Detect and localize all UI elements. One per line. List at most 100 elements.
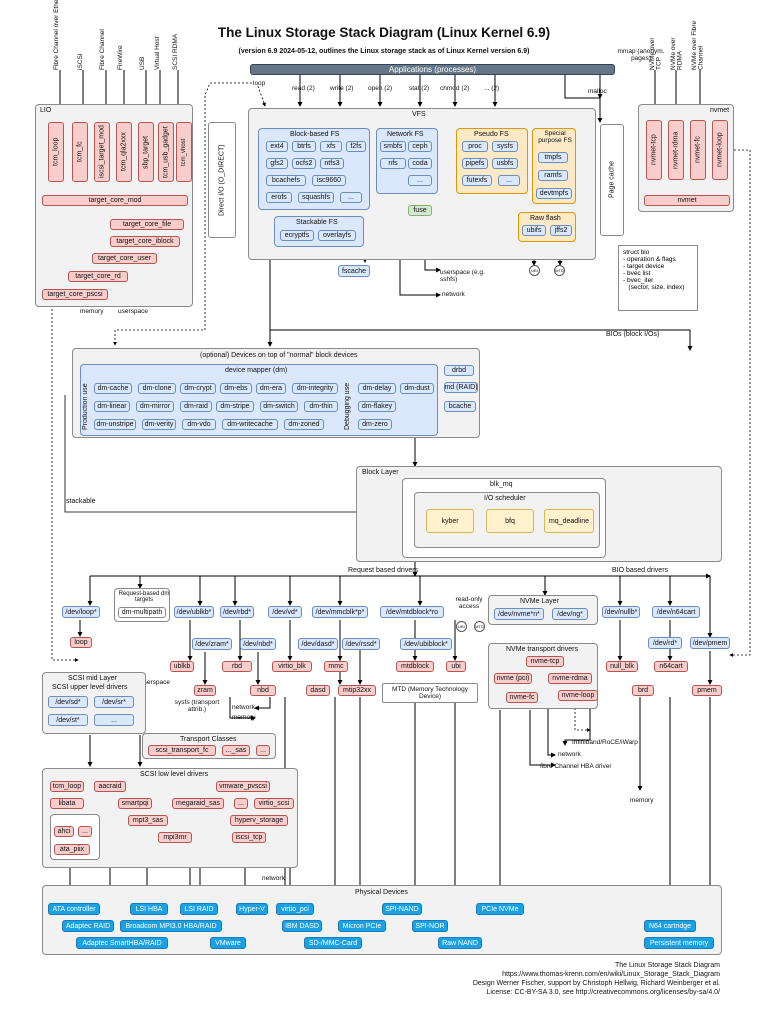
dev-mtdblock-ro: /dev/mtdblock*ro [380,606,444,618]
scsi-libata-more: ... [78,826,92,837]
lio-target-iscsi-target-mod: iscsi_target_mod [94,122,110,182]
bios-label: BIOs (block I/Os) [606,331,660,338]
driver-nbd: nbd [250,685,276,696]
syscall-open: open (2) [368,85,393,92]
driver-mmc: mmc [324,661,348,672]
fs-fuse: fuse [408,205,432,216]
scsi-megaraid-sas: megaraid_sas [172,798,224,809]
driver-nvme-rdma: nvme-rdma [548,673,592,684]
fs-usbfs: usbfs [492,158,518,169]
scsi-transport-fc: scsi_transport_fc [148,745,216,756]
dm-vdo: dm-vdo [182,419,216,430]
scsi-upper-label: SCSI upper level drivers [52,684,128,691]
syscall-write: write (2) [330,85,354,92]
dm-ebs: dm-ebs [220,383,252,394]
target-core-pscsi: target_core_pscsi [42,289,108,300]
target-core-iblock: target_core_iblock [110,236,180,247]
fs-coda: coda [408,158,432,169]
lio-memory-label: memory [80,308,104,315]
fibre-hba-label: fibre Channel HBA driver [540,763,612,770]
driver-mtip32xx: mtip32xx [338,685,376,696]
lio-transport-firewire: FireWire [117,45,124,70]
dev-dasd: /dev/dasd* [298,638,338,650]
syscall-chmod: chmod (2) [440,85,470,92]
fs-ocfs2: ocfs2 [292,158,316,169]
dm-zoned: dm-zoned [284,419,324,430]
dm-linear: dm-linear [94,401,130,412]
stackable-fs-label: Stackable FS [296,219,338,226]
dev-sd: /dev/sd* [48,696,88,708]
lio-target-tcm-qla2xxx: tcm_qla2xxx [116,122,132,182]
fs-more: ... [340,192,362,203]
driver-mtdblock: mtdblock [396,661,434,672]
scsi-iscsi-tcp: iscsi_tcp [232,832,266,843]
fs-pipefs: pipefs [462,158,488,169]
phys-adaptec-raid: Adaptec RAID [62,920,114,932]
nvmet-label: nvmet [710,107,730,114]
lio-userspace-label: userspace [118,308,148,315]
dev-sr: /dev/sr* [94,696,134,708]
scheduler-mq-deadline: mq_deadline [544,509,594,533]
special-fs-label: Special purpose FS [538,130,572,144]
phys-ibm-dasd: IBM DASD [282,920,322,932]
direct-io-box: Direct I/O (O_DIRECT) [208,122,236,238]
lio-transport-fcoe: Fibre Channel over Ethernet [53,0,60,70]
driver-virtio-blk: virtio_blk [272,661,312,672]
network-fs-label: Network FS [387,131,424,138]
footer-line4: License: CC-BY-SA 3.0, see http://creati… [486,989,720,996]
driver-pmem: pmem [692,685,722,696]
scsi-mpt3-sas: mpt3_sas [128,815,168,826]
lio-transport-iscsi: iSCSI [77,53,84,70]
dm-raid: dm-raid [180,401,212,412]
raw-flash-label: Raw flash [530,215,561,222]
dev-nvme: /dev/nvme*n* [494,608,544,620]
target-core-mod: target_core_mod [42,195,188,206]
nvmet-loop: nvmet-loop [712,120,728,180]
nvmet-transport-fc: NVMe over Fibre Channel [691,20,705,70]
mtd-group [382,683,478,703]
nvme-layer-label: NVMe Layer [520,598,559,605]
syscall-read: read (2) [292,85,315,92]
request-based-drivers-label: Request based drivers [348,567,419,574]
nvme-network-label: network [558,751,581,758]
iscsi-network-label: network [262,875,285,882]
scsi-mpi3mr: mpi3mr [158,832,192,843]
fs-gfs2: gfs2 [266,158,288,169]
page-title: The Linux Storage Stack Diagram (Linux K… [217,25,551,40]
fs-erofs: erofs [266,192,292,203]
struct-bio-item: (sector, size, index) [623,284,685,291]
dm-verity: dm-verity [142,419,176,430]
target-core-rd: target_core_rd [68,271,128,282]
driver-nvme-loop: nvme-loop [558,690,598,701]
driver-nvme-pci: nvme (pci) [494,673,532,684]
scsi-transport-sas: ..._sas [222,745,250,756]
block-fs-label: Block-based FS [290,131,340,138]
fs-network-more: ... [408,175,432,186]
dm-mirror: dm-mirror [136,401,174,412]
driver-rbd: rbd [222,661,252,672]
mtd-circle: MTD [554,265,565,276]
md-raid-box: md (RAID) [444,382,478,393]
target-core-user: target_core_user [92,253,157,264]
phys-virtio-pci: virtio_pci [276,903,314,915]
lio-target-tcm-fc: tcm_fc [72,122,88,182]
lio-target-tcm-usb-gadget: tcm_usb_gadget [158,122,174,182]
vfs-network-label: network [442,291,465,298]
scsi-vmware-pvscsi: vmware_pvscsi [216,781,270,792]
lio-target-sbp-target: sbp_target [138,122,154,182]
dm-cache: dm-cache [94,383,132,394]
phys-lsi-hba: LSI HBA [130,903,168,915]
fs-sysfs: sysfs [492,141,518,152]
io-scheduler-label: I/O scheduler [484,495,526,502]
fs-smbfs: smbfs [380,141,406,152]
mtd-label: MTD (Memory Technology Device) [391,686,469,700]
dm-multipath: dm-multipath [118,607,166,618]
ublkb-userspace-label: userspace [140,679,170,686]
driver-brd: brd [632,685,654,696]
struct-bio-title: struct bio [623,249,650,256]
dev-st: /dev/st* [48,714,88,726]
dm-crypt: dm-crypt [180,383,216,394]
dev-n64cart: /dev/n64cart [652,606,700,618]
scheduler-kyber: kyber [426,509,474,533]
fs-futexfs: futexfs [462,175,492,186]
